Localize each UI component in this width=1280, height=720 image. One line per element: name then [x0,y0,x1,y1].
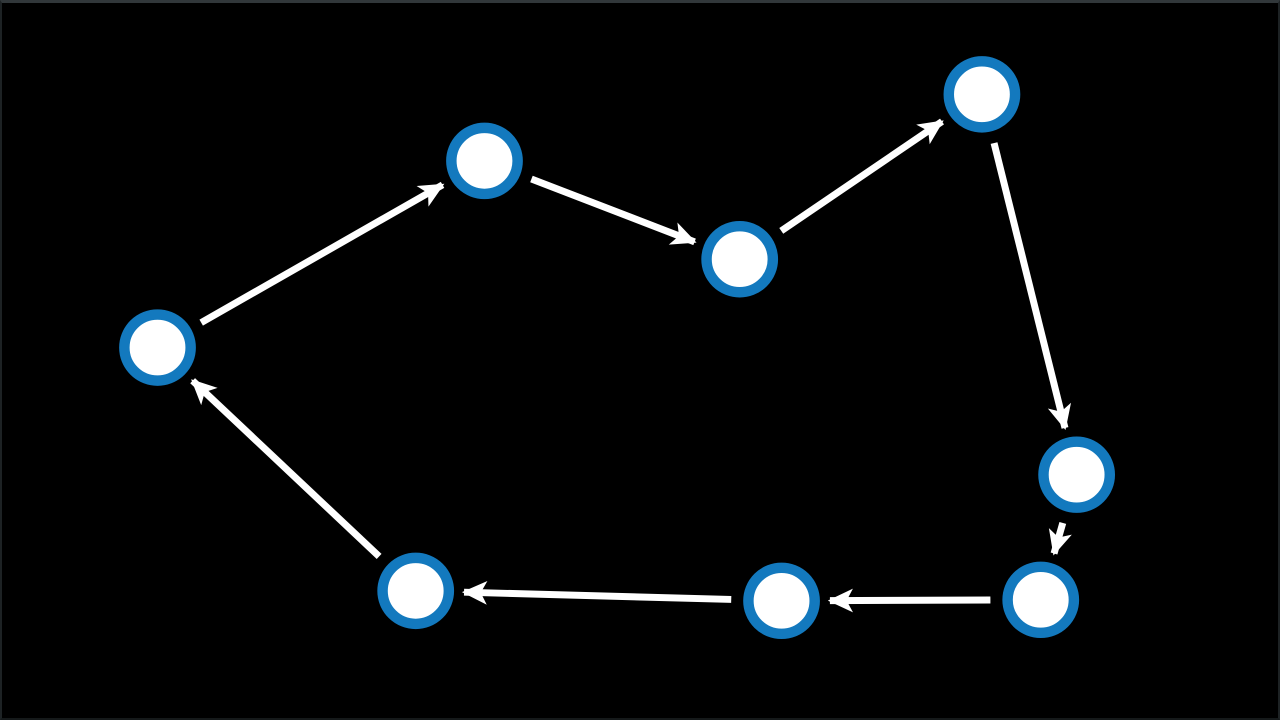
node-bottom-middle [743,562,820,640]
graph-edge-node-middle-to-node-top-right [779,118,944,234]
graph-nodes-layer [119,56,1116,640]
node-upper-left [446,122,523,200]
graph-edge-node-upper-left-to-node-middle [530,175,697,246]
graph-edge-node-left-to-node-upper-left [199,181,445,326]
graph-edge-node-bottom-right-to-node-bottom-middle [827,588,991,613]
node-top-right [943,56,1021,133]
graph-edge-node-bottom-left-to-node-left [190,378,382,559]
graph-edge-node-top-right-to-node-right [990,142,1072,431]
graph-edge-node-bottom-middle-to-node-bottom-left [461,580,732,605]
graph-edge-node-right-to-node-bottom-right [1048,521,1072,556]
node-bottom-right [1002,561,1080,639]
node-middle [701,220,779,298]
node-left [119,309,196,386]
node-bottom-left [377,552,455,630]
node-right [1038,436,1116,513]
graph-edges-layer [190,118,1072,613]
directed-graph-canvas [119,56,1116,640]
